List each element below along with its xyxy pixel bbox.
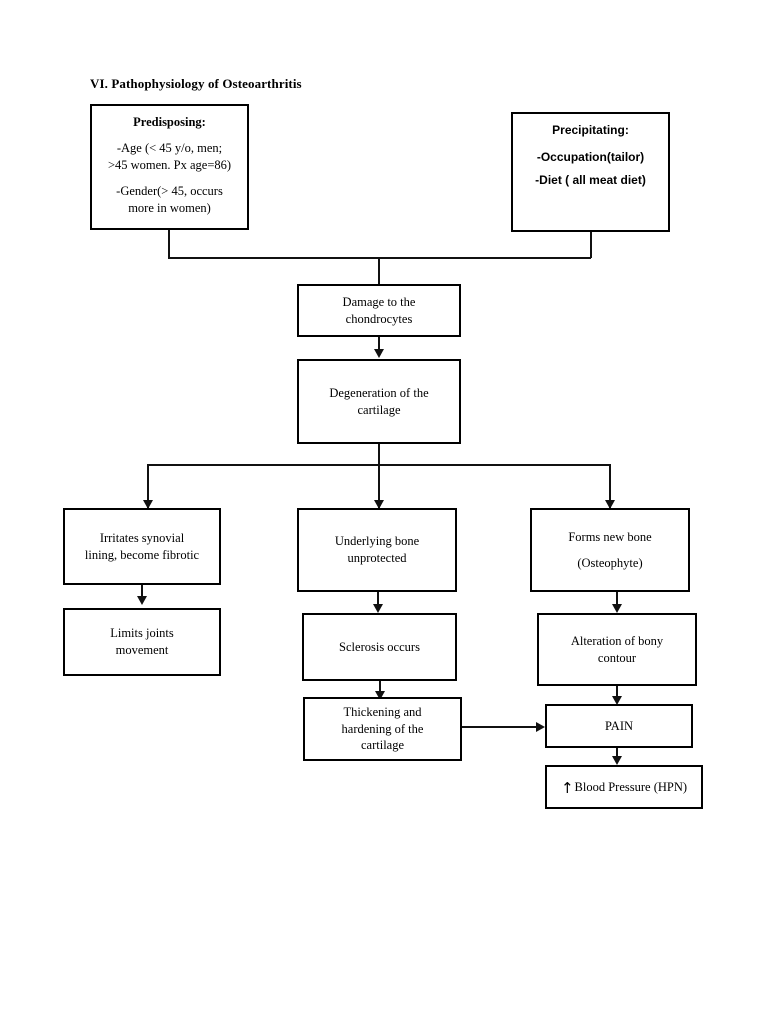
- connector-degeneration-down: [378, 444, 380, 508]
- connector-precipitating-down: [590, 232, 592, 258]
- node-predisposing-line1: -Age (< 45 y/o, men;: [116, 140, 223, 155]
- connector-branch-left: [147, 464, 149, 508]
- node-forms-new-bone: Forms new bone (Osteophyte): [530, 508, 690, 592]
- node-damage-to-chondrocytes: Damage to the chondrocytes: [297, 284, 461, 337]
- node-predisposing-heading: Predisposing:: [133, 115, 206, 129]
- node-limits-line1: Limits joints: [110, 626, 174, 641]
- arrowhead-alteration-to-pain: [612, 696, 622, 705]
- connector-branch-right: [609, 464, 611, 508]
- node-precipitating-line1: -Occupation(tailor): [536, 150, 645, 165]
- node-damage-line1: Damage to the: [342, 294, 416, 309]
- node-predisposing: Predisposing: -Age (< 45 y/o, men; >45 w…: [90, 104, 249, 230]
- arrowhead-branch-left: [143, 500, 153, 509]
- node-underlying-bone-unprotected: Underlying bone unprotected: [297, 508, 457, 592]
- connector-thickening-to-pain: [462, 726, 538, 728]
- connector-predisposing-down: [168, 230, 170, 258]
- arrowhead-irritates-to-limits: [137, 596, 147, 605]
- node-underlying-line1: Underlying bone: [334, 534, 420, 549]
- node-alteration-line1: Alteration of bony: [570, 633, 664, 648]
- node-forms-line2: (Osteophyte): [577, 555, 643, 570]
- node-thickening-hardening-cartilage: Thickening and hardening of the cartilag…: [303, 697, 462, 761]
- node-precipitating-heading: Precipitating:: [552, 123, 629, 137]
- arrowhead-forms-to-alteration: [612, 604, 622, 613]
- connector-forms-to-alteration: [616, 592, 618, 608]
- node-blood-pressure-hpn: ↑ Blood Pressure (HPN): [545, 765, 703, 809]
- node-precipitating-line2: -Diet ( all meat diet): [535, 173, 646, 188]
- arrowhead-thickening-to-pain: [536, 722, 545, 732]
- connector-pain-to-bloodpressure: [616, 748, 618, 759]
- node-alteration-line2: contour: [597, 650, 637, 665]
- node-predisposing-line3: -Gender(> 45, occurs: [116, 183, 223, 198]
- node-precipitating: Precipitating: -Occupation(tailor) -Diet…: [511, 112, 670, 232]
- connector-sclerosis-to-thickening: [379, 681, 381, 694]
- node-irritates-synovial-lining: Irritates synovial lining, become fibrot…: [63, 508, 221, 585]
- node-underlying-line2: unprotected: [347, 551, 407, 565]
- node-limits-joints-movement: Limits joints movement: [63, 608, 221, 676]
- connector-irritates-to-limits: [141, 585, 143, 599]
- node-thickening-line1: Thickening and: [343, 704, 422, 719]
- node-sclerosis-line1: Sclerosis occurs: [339, 639, 420, 654]
- connector-alteration-to-pain: [616, 686, 618, 699]
- node-sclerosis-occurs: Sclerosis occurs: [302, 613, 457, 681]
- connector-damage-to-degeneration: [378, 337, 380, 354]
- node-alteration-of-bony-contour: Alteration of bony contour: [537, 613, 697, 686]
- node-predisposing-line2: >45 women. Px age=86): [107, 157, 232, 172]
- connector-underlying-to-sclerosis: [377, 592, 379, 607]
- arrowhead-sclerosis-to-thickening: [375, 691, 385, 700]
- up-arrow-icon: ↑: [560, 778, 574, 797]
- node-pain-line1: PAIN: [604, 718, 634, 733]
- node-irritates-line1: Irritates synovial: [99, 530, 185, 545]
- node-bloodpressure-row: ↑ Blood Pressure (HPN): [561, 779, 687, 796]
- node-forms-line1: Forms new bone: [568, 529, 652, 544]
- node-thickening-line2: hardening of the: [341, 721, 424, 736]
- node-degeneration-line1: Degeneration of the: [329, 385, 429, 400]
- connector-branch-bar: [147, 464, 610, 466]
- node-predisposing-line4: more in women): [128, 200, 211, 215]
- node-limits-line2: movement: [115, 643, 169, 657]
- arrowhead-branch-right: [605, 500, 615, 509]
- connector-merge-to-damage: [378, 257, 380, 284]
- node-damage-line2: chondrocytes: [345, 311, 413, 326]
- node-degeneration-line2: cartilage: [357, 402, 401, 417]
- page-title: VI. Pathophysiology of Osteoarthritis: [90, 76, 302, 91]
- arrowhead-damage-to-degeneration: [374, 349, 384, 358]
- node-degeneration-of-cartilage: Degeneration of the cartilage: [297, 359, 461, 444]
- node-thickening-line3: cartilage: [360, 738, 405, 753]
- arrowhead-underlying-to-sclerosis: [373, 604, 383, 613]
- node-pain: PAIN: [545, 704, 693, 748]
- node-irritates-line2: lining, become fibrotic: [84, 547, 200, 562]
- arrowhead-branch-middle: [374, 500, 384, 509]
- arrowhead-pain-to-bloodpressure: [612, 756, 622, 765]
- node-bloodpressure-line1: Blood Pressure (HPN): [574, 779, 688, 794]
